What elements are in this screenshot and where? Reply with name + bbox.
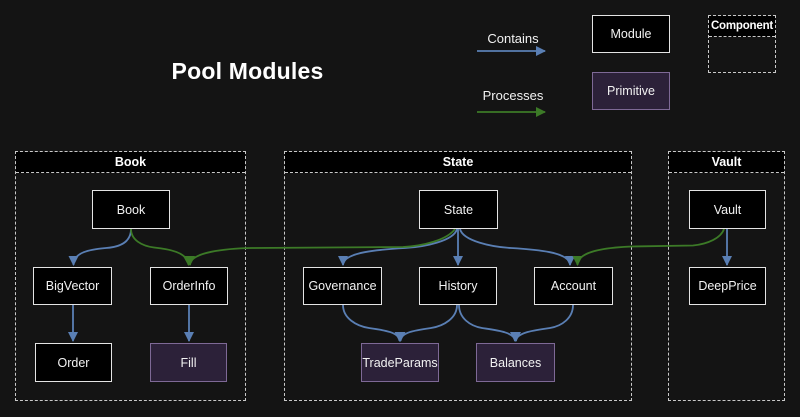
node-orderinfo: OrderInfo: [150, 267, 228, 305]
node-label: TradeParams: [362, 355, 438, 370]
container-state-title: State: [285, 152, 631, 173]
node-bigvector: BigVector: [33, 267, 112, 305]
legend-component-box: Component: [708, 15, 776, 73]
node-state: State: [419, 190, 498, 229]
legend-contains-label: Contains: [487, 31, 539, 46]
node-label: History: [438, 279, 478, 293]
node-tradeparams: TradeParams: [361, 343, 439, 382]
container-vault: Vault: [668, 151, 785, 401]
legend-processes-label: Processes: [482, 88, 544, 103]
node-label: State: [443, 202, 474, 217]
node-label: OrderInfo: [162, 279, 216, 293]
node-label: BigVector: [45, 279, 100, 293]
node-history: History: [419, 267, 497, 305]
legend-component-label: Component: [709, 16, 775, 37]
container-book-title: Book: [16, 152, 245, 173]
container-state: State: [284, 151, 632, 401]
node-label: Governance: [308, 279, 377, 293]
node-book: Book: [92, 190, 170, 229]
legend-primitive-label: Primitive: [607, 84, 655, 98]
node-governance: Governance: [303, 267, 382, 305]
node-order: Order: [35, 343, 112, 382]
page-title: Pool Modules: [171, 58, 324, 84]
node-balances: Balances: [476, 343, 555, 382]
node-label: Account: [550, 279, 597, 293]
node-label: Book: [116, 202, 146, 217]
node-label: Vault: [713, 202, 742, 217]
container-book: Book: [15, 151, 246, 401]
node-fill: Fill: [150, 343, 227, 382]
node-deepprice: DeepPrice: [689, 267, 766, 305]
legend-module-label: Module: [610, 27, 652, 41]
node-label: Order: [57, 355, 90, 370]
legend-primitive-box: Primitive: [592, 72, 670, 110]
node-account: Account: [534, 267, 613, 305]
container-vault-title: Vault: [669, 152, 784, 173]
legend-module-box: Module: [592, 15, 670, 53]
node-label: Fill: [180, 355, 197, 370]
node-label: DeepPrice: [698, 279, 757, 293]
node-label: Balances: [489, 355, 542, 370]
node-vault: Vault: [689, 190, 766, 229]
